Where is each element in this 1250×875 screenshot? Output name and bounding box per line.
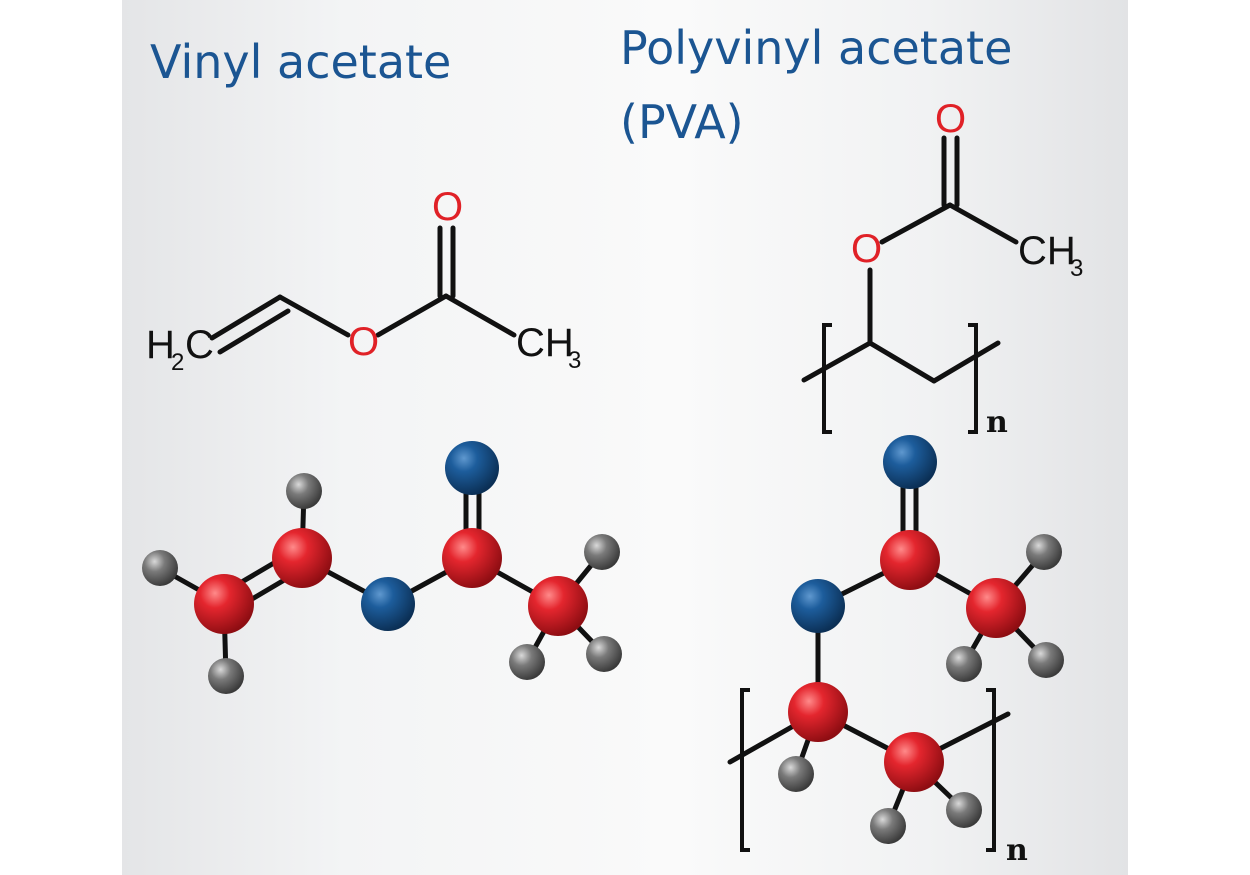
vinyl-bond-o-c [375,293,449,338]
vinyl-bond-c-ch3 [443,293,517,338]
vinyl-ester-oxygen-label: O [348,320,379,364]
pva-hydrogen-atom [1026,534,1062,570]
vinyl-hydrogen-atom [142,550,178,586]
pva-carbonyl-oxygen-label: O [935,97,966,141]
pva-model-bracket-right [986,688,996,852]
pva-model: n [727,435,1064,868]
vinyl-ch3-subscript: 3 [568,347,581,374]
pva-carbon-atom [884,732,944,792]
pva-bond-c-ch3 [947,202,1019,245]
vinyl-h-label: H [146,323,175,367]
vinyl-carbon-atom [272,528,332,588]
vinyl-carbon-atom [194,574,254,634]
vinyl-carbonyl-oxygen-label: O [432,185,463,229]
title-pva-abbreviation: (PVA) [620,95,744,149]
pva-bracket-left [822,323,832,434]
title-polyvinyl-acetate: Polyvinyl acetate [620,21,1013,75]
vinyl-hydrogen-atom [584,534,620,570]
pva-hydrogen-atom [946,646,982,682]
pva-hydrogen-atom [870,808,906,844]
pva-repeat-n-label: n [986,405,1008,440]
vinyl-hydrogen-atom [509,644,545,680]
pva-bracket-right [968,323,978,434]
pva-backbone-middle [867,340,937,384]
vinyl-hydrogen-atom [286,473,322,509]
pva-bond-o-c [879,202,953,245]
pva-backbone-left [801,340,873,383]
pva-hydrogen-atom [946,792,982,828]
pva-ester-oxygen-label: O [851,227,882,271]
vinyl-double-bond-a [209,294,283,341]
vinyl-h2-subscript: 2 [171,349,184,376]
vinyl-oxygen-atom [445,441,499,495]
pva-carbon-atom [966,578,1026,638]
pva-hydrogen-atom [1028,642,1064,678]
vinyl-carbon-atom [528,576,588,636]
vinyl-acetate-model [142,441,622,694]
pva-oxygen-atom [883,435,937,489]
vinyl-acetate-structure: H 2 C O O CH 3 [146,185,581,376]
vinyl-ch-label: CH [516,321,574,365]
vinyl-oxygen-atom [361,577,415,631]
pva-model-repeat-n-label: n [1006,833,1028,868]
background-panel [122,0,1128,875]
vinyl-hydrogen-atom [586,636,622,672]
vinyl-double-bond-b [217,308,291,355]
pva-model-bracket-left [740,688,750,852]
pva-oxygen-atom [791,579,845,633]
pva-structure: O O CH 3 n [801,97,1083,440]
pva-backbone-right [931,340,1001,384]
pva-carbon-atom [788,682,848,742]
pva-carbon-atom [880,530,940,590]
title-vinyl-acetate: Vinyl acetate [150,35,452,89]
pva-ch3-subscript: 3 [1070,255,1083,282]
vinyl-bond-c-o [277,294,351,338]
vinyl-c-label: C [185,323,214,367]
vinyl-hydrogen-atom [208,658,244,694]
vinyl-carbon-atom [442,528,502,588]
pva-ch-label: CH [1018,229,1076,273]
pva-hydrogen-atom [778,756,814,792]
